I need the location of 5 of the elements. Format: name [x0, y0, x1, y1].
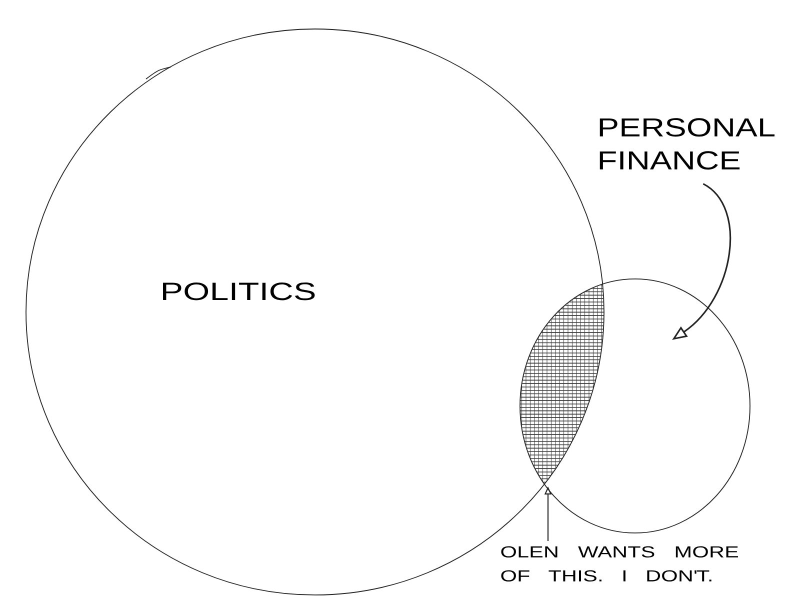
callout-text: PERSONAL FINANCE [600, 118, 775, 170]
small-circle [520, 278, 750, 534]
callout-text: OLEN WANTS MORE OF THIS. I DON'T. [501, 546, 738, 582]
circle-label: POLITICS [163, 282, 315, 300]
hatched-overlap [520, 284, 604, 483]
